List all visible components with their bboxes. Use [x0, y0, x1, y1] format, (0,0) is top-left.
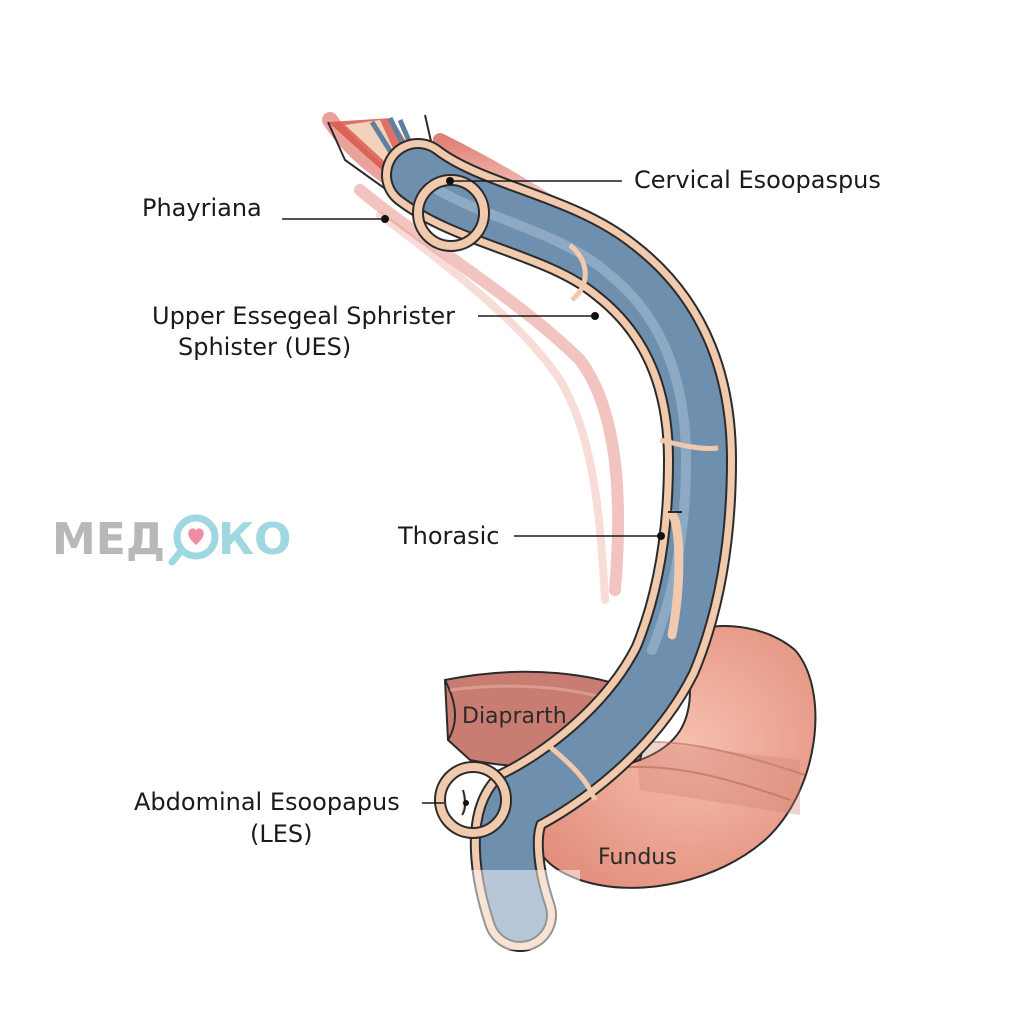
les-ring — [434, 761, 512, 839]
fundus-label: Fundus — [598, 845, 677, 870]
abdominal-label-line1: Abdominal Esoopapus — [134, 788, 400, 816]
leader-lines — [282, 177, 665, 806]
watermark-text-right: КО — [218, 514, 291, 565]
abdominal-label-line2: (LES) — [250, 820, 313, 848]
ues-label-line2: Sphister (UES) — [178, 333, 351, 361]
cervical-label: Cervical Esoopaspus — [634, 166, 881, 194]
watermark-logo: МЕД КО — [52, 514, 291, 566]
pharynx-label: Phayriana — [142, 194, 262, 222]
esophagus — [381, 138, 738, 952]
diaphragm-label: Diaprarth — [462, 704, 567, 729]
watermark-pin-icon — [168, 514, 219, 566]
watermark-text-left: МЕД — [52, 514, 165, 565]
stomach — [533, 625, 817, 889]
thoracic-label: Thorasic — [397, 522, 500, 550]
ues-label-line1: Upper Essegeal Sphrister — [152, 302, 455, 330]
